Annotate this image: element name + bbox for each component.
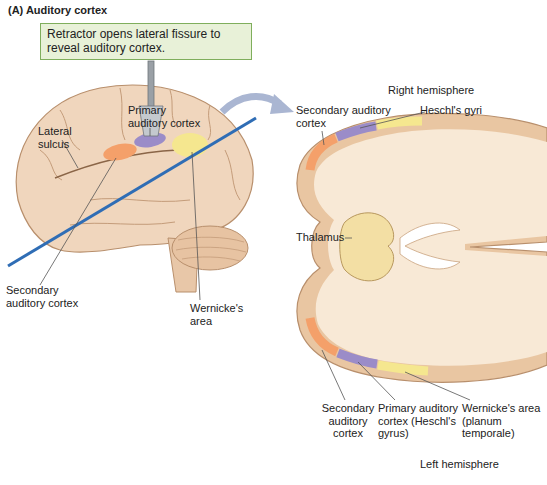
callout-box: Retractor opens lateral fissure to revea… bbox=[40, 23, 252, 60]
structure-label: Secondary auditory cortex bbox=[296, 104, 402, 129]
cerebellum bbox=[172, 226, 248, 270]
sulci bbox=[40, 88, 240, 225]
auditory-bands-right bbox=[310, 121, 422, 170]
leader-lines bbox=[40, 128, 200, 300]
leader-lines-section bbox=[322, 112, 470, 400]
wernicke-region bbox=[172, 133, 208, 157]
section-plane bbox=[8, 118, 256, 266]
structure-label: Primary auditory cortex (Heschl's gyrus) bbox=[378, 402, 470, 440]
section-outline bbox=[297, 113, 547, 382]
secondary-auditory-region bbox=[102, 141, 139, 164]
thalamus-shape bbox=[340, 213, 394, 281]
structure-label: Lateral sulcus bbox=[38, 125, 90, 150]
section-arrow-head bbox=[270, 94, 294, 114]
white-matter bbox=[314, 129, 547, 365]
structure-label: Primary auditory cortex bbox=[128, 104, 208, 129]
structure-label: Secondary auditory cortex bbox=[320, 402, 376, 440]
structure-label: Wernicke's area (planum temporale) bbox=[462, 402, 542, 440]
retractor-shaft bbox=[148, 61, 154, 109]
hemisphere-label: Right hemisphere bbox=[388, 84, 498, 97]
figure-title: (A) Auditory cortex bbox=[8, 4, 107, 16]
structure-label: Secondary auditory cortex bbox=[6, 284, 86, 309]
structure-label: Heschl's gyri bbox=[420, 104, 510, 117]
structure-label: Wernicke's area bbox=[190, 302, 256, 327]
box-text: Retractor opens lateral fissure to revea… bbox=[47, 27, 245, 56]
cerebellum-folds bbox=[176, 237, 246, 261]
hemisphere-label: Left hemisphere bbox=[420, 458, 530, 471]
ventricle bbox=[400, 223, 460, 269]
structure-label: Thalamus bbox=[296, 231, 356, 244]
